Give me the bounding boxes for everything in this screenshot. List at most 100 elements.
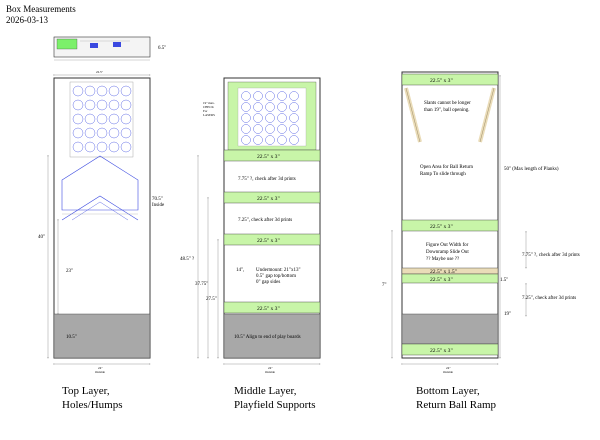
top-layer-caption: Top Layer, Holes/Humps (62, 384, 123, 412)
mid-bottom-width: 24" (268, 366, 273, 370)
top-caption-l2: Holes/Humps (62, 399, 123, 411)
max-length-note: 50" (Max length of Planks) (504, 167, 559, 172)
height-inside-label: 70.5" Inside (152, 197, 165, 208)
hole-circle (277, 135, 287, 145)
mid-band-1: 22.5" x 3" (257, 154, 280, 160)
mid-bottom-width-sub: Outside (265, 370, 276, 374)
hole-circle (289, 113, 299, 123)
mid-hole-grid (241, 91, 299, 145)
hole-circle (84, 141, 96, 153)
bottom-band-lower: 22.5" x 3" (430, 277, 453, 283)
hole-grid (72, 85, 132, 153)
bottom-caption-l2: Return Ball Ramp (416, 399, 497, 411)
hole-circle (265, 135, 275, 145)
hole-circle (72, 127, 84, 139)
bottom-band-bottom: 22.5" x 3" (430, 348, 453, 354)
hole-circle (72, 113, 84, 125)
lasers-note: 19" max. CHECK For LASERS (203, 101, 215, 117)
hole-circle (96, 141, 108, 153)
top-layer-diagram: 22.5" 70.5" Inside 40" 23" 10.5" 24" Out… (38, 70, 165, 374)
hole-circle (241, 102, 251, 112)
mid-note-7-25: 7.25", check after 3d prints (238, 218, 292, 223)
bottom-bottom-width-sub: Outside (443, 370, 454, 374)
hole-circle (108, 85, 120, 97)
hole-circle (84, 127, 96, 139)
hole-circle (96, 99, 108, 111)
hole-circle (72, 85, 84, 97)
hole-circle (120, 141, 132, 153)
bottom-band-top: 22.5" x 3" (430, 78, 453, 84)
dim-19-label: 19" (504, 312, 511, 317)
hole-circle (108, 141, 120, 153)
mid-note-14: 14", (236, 268, 244, 273)
middle-layer-diagram: 19" max. CHECK For LASERS 22.5" x 3" 7.7… (180, 77, 321, 374)
top-caption-l1: Top Layer, (62, 385, 110, 397)
top-bottom-width-sub: Outside (95, 370, 106, 374)
bottom-band-small: 22.5" x 1.5" (430, 269, 457, 275)
open-area-note: Open Area for Ball Return Ramp To slide … (420, 165, 474, 177)
hole-circle (84, 99, 96, 111)
figure-note: Figure Out Width for Downramp Slide Out … (426, 243, 470, 262)
dim-7-label: 7" (382, 283, 387, 288)
hole-circle (241, 113, 251, 123)
bottom-layer-diagram: 22.5" x 3" Slants cannot be longer than … (382, 71, 580, 374)
dim-40-label: 40" (38, 235, 45, 240)
hole-circle (241, 135, 251, 145)
bottom-bottom-width: 24" (446, 366, 451, 370)
hole-circle (120, 113, 132, 125)
top-view: 6.5" (53, 36, 166, 61)
dim-48-5-label: 48.5" ? (180, 257, 195, 262)
bottom-note-7-25: 7.25", check after 3d prints (522, 296, 576, 301)
bottom-layer-caption: Bottom Layer, Return Ball Ramp (416, 384, 496, 412)
hole-circle (241, 91, 251, 101)
hole-circle (289, 102, 299, 112)
hole-circle (96, 113, 108, 125)
dim-23-label: 23" (66, 269, 73, 274)
top-bottom-width: 24" (98, 366, 103, 370)
hole-circle (72, 141, 84, 153)
dim-10-5-label: 10.5" (66, 335, 77, 340)
undermount-note: Undermount: 21"x13" 0.5" gap top/bottom … (256, 268, 302, 285)
hole-circle (96, 85, 108, 97)
hole-circle (96, 127, 108, 139)
middle-layer-caption: Middle Layer, Playfield Supports (234, 384, 316, 412)
hole-circle (84, 113, 96, 125)
hole-circle (277, 91, 287, 101)
mid-note-7-75: 7.75" ?, check after 3d prints (238, 177, 296, 182)
dim-27-5-label: 27.5" (206, 297, 217, 302)
hole-circle (265, 102, 275, 112)
hole-circle (108, 99, 120, 111)
middle-caption-l1: Middle Layer, (234, 385, 297, 397)
mid-band-4: 22.5" x 3" (257, 306, 280, 312)
hole-circle (289, 91, 299, 101)
middle-caption-l2: Playfield Supports (234, 399, 316, 411)
slants-note: Slants cannot be longer than 19", ball o… (424, 101, 472, 113)
title-text: Box Measurements (6, 4, 76, 14)
hole-circle (265, 91, 275, 101)
bottom-note-1-5: 1.5" (500, 278, 508, 283)
top-width-label: 22.5" (96, 70, 104, 74)
bottom-note-7-75: 7.75" ?, check after 3d prints (522, 253, 580, 258)
bottom-band-mid: 22.5" x 3" (430, 224, 453, 230)
hole-circle (108, 113, 120, 125)
hole-circle (72, 99, 84, 111)
hole-circle (265, 124, 275, 134)
dim-37-75-label: 37.75" (195, 282, 208, 287)
hole-circle (253, 91, 263, 101)
hole-circle (253, 124, 263, 134)
hole-circle (84, 85, 96, 97)
hole-circle (265, 113, 275, 123)
top-view-dim: 6.5" (158, 46, 166, 51)
hole-circle (108, 127, 120, 139)
hole-circle (253, 113, 263, 123)
hole-circle (253, 135, 263, 145)
height-inside-l2: Inside (152, 203, 165, 208)
hole-circle (289, 124, 299, 134)
document-title: Box Measurements 2026-03-13 (6, 4, 76, 26)
height-inside-l1: 70.5" (152, 197, 163, 202)
hole-circle (120, 127, 132, 139)
bottom-caption-l1: Bottom Layer, (416, 385, 480, 397)
hole-circle (120, 99, 132, 111)
mid-band-2: 22.5" x 3" (257, 196, 280, 202)
